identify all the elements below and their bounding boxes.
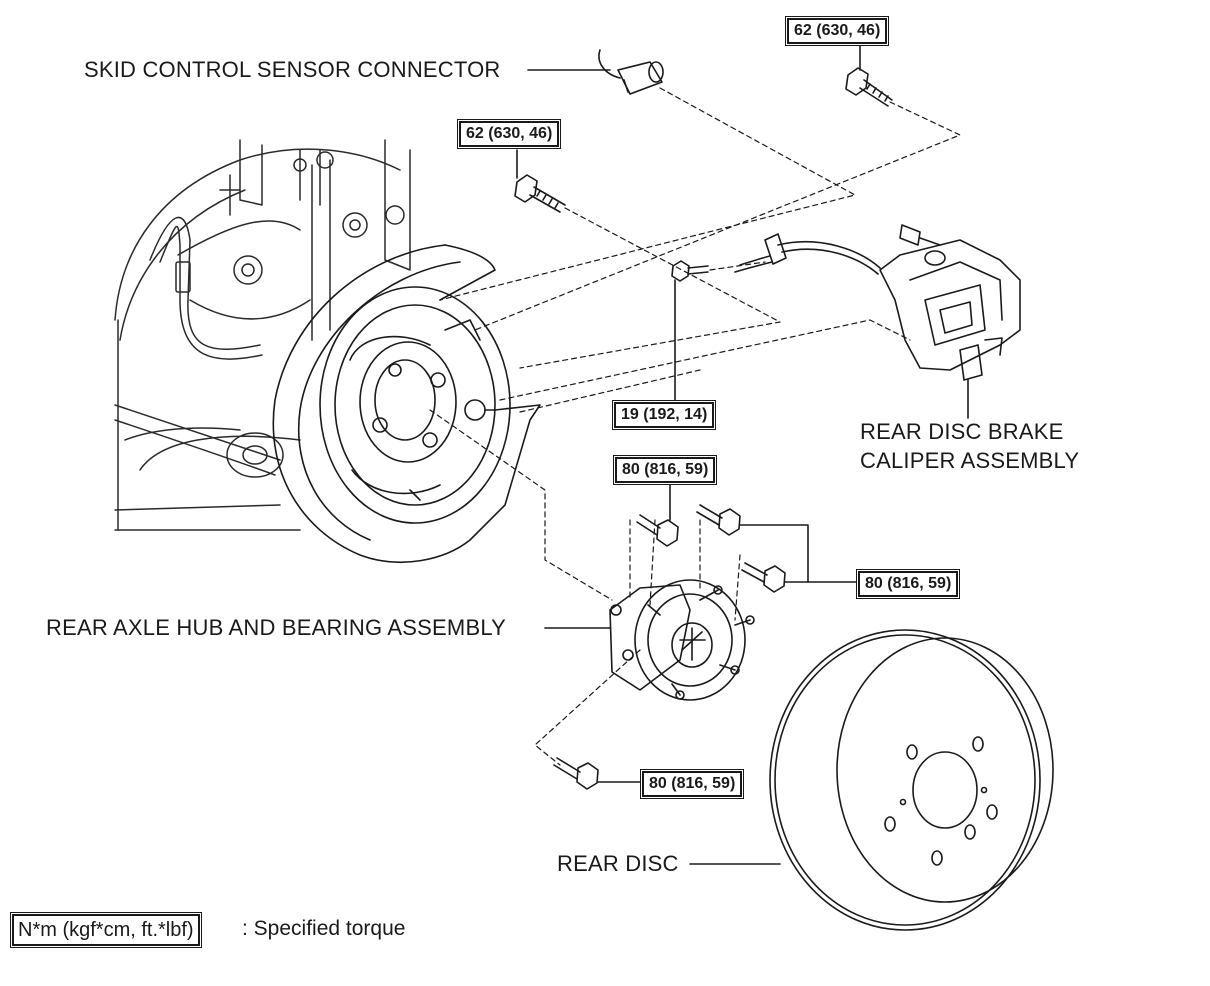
caliper-drawing xyxy=(879,224,1021,381)
torque-caliper-bolt-upper: 62 (630, 46) xyxy=(787,18,888,44)
leader-lines xyxy=(516,43,969,865)
hub-drawing xyxy=(609,579,755,701)
caliper-bolt-lower-drawing xyxy=(514,174,566,213)
suspension-knuckle-drawing xyxy=(114,139,411,531)
hub-bolt-top-drawing xyxy=(636,514,679,547)
torque-legend-description: : Specified torque xyxy=(242,917,406,940)
skid-control-sensor-connector-label: SKID CONTROL SENSOR CONNECTOR xyxy=(84,57,501,82)
backing-plate-drawing xyxy=(272,244,541,563)
torque-speed-sensor-bolt: 19 (192, 14) xyxy=(614,402,715,428)
torque-caliper-bolt-lower: 62 (630, 46) xyxy=(459,121,560,147)
caliper-assembly-label-line1: REAR DISC BRAKE xyxy=(860,419,1064,444)
rear-disc-drawing xyxy=(769,629,1054,931)
caliper-assembly-label-line2: CALIPER ASSEMBLY xyxy=(860,448,1080,473)
speed-sensor-drawing xyxy=(671,233,881,282)
rear-disc-label: REAR DISC xyxy=(557,851,679,876)
torque-unit-legend-box: N*m (kgf*cm, ft.*lbf) xyxy=(12,914,200,946)
torque-hub-bolts-right: 80 (816, 59) xyxy=(858,571,959,597)
sensor-connector-drawing xyxy=(598,49,664,95)
caliper-bolt-upper-drawing xyxy=(845,67,893,107)
hub-bolt-lower-drawing xyxy=(553,757,599,790)
assembly-guide-lines xyxy=(429,87,961,766)
torque-hub-bolt-lower: 80 (816, 59) xyxy=(642,771,743,797)
hub-bolts-right-drawing xyxy=(696,504,786,593)
torque-hub-bolt-top: 80 (816, 59) xyxy=(615,457,716,483)
rear-axle-hub-label: REAR AXLE HUB AND BEARING ASSEMBLY xyxy=(46,615,506,640)
